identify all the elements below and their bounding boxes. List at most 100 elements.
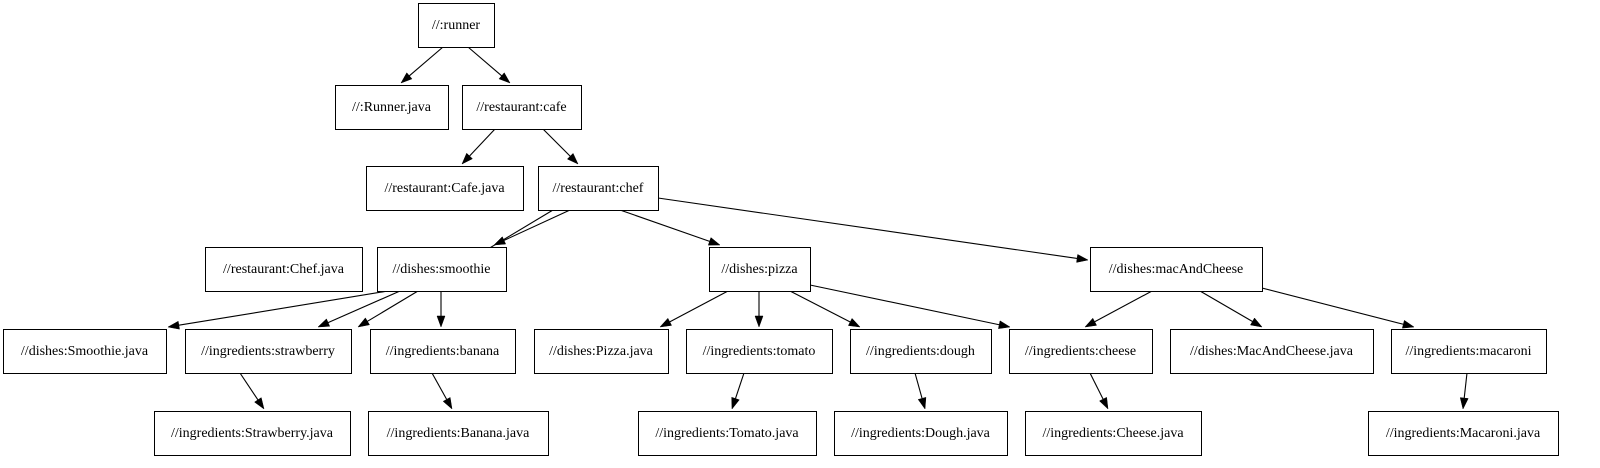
node-box[interactable] xyxy=(538,166,659,211)
node-label: //:runner xyxy=(432,18,481,33)
node-box[interactable] xyxy=(3,329,167,374)
node-box[interactable] xyxy=(366,166,524,211)
graph-node-ing_banana[interactable]: //ingredients:banana xyxy=(370,329,516,374)
edge-arrowhead xyxy=(1250,317,1263,328)
node-box[interactable] xyxy=(638,411,817,456)
graph-node-dishes_smoothie[interactable]: //dishes:smoothie xyxy=(377,247,507,292)
edge-line xyxy=(1253,285,1404,325)
node-box[interactable] xyxy=(1009,329,1153,374)
node-label: //:Runner.java xyxy=(352,100,432,115)
node-label: //ingredients:Cheese.java xyxy=(1042,426,1184,441)
graph-node-pizza_java[interactable]: //dishes:Pizza.java xyxy=(534,329,669,374)
node-label: //ingredients:banana xyxy=(386,344,500,359)
node-label: //ingredients:Banana.java xyxy=(387,426,530,441)
edge-arrowhead xyxy=(400,72,413,84)
node-label: //dishes:MacAndCheese.java xyxy=(1190,344,1354,359)
graph-edge-restaurant_chef-to-dishes_mac xyxy=(657,197,1089,263)
node-box[interactable] xyxy=(205,247,363,292)
edge-arrowhead xyxy=(357,317,370,328)
graph-node-strawberry_java[interactable]: //ingredients:Strawberry.java xyxy=(154,411,351,456)
edge-arrowhead xyxy=(461,152,473,165)
edge-line xyxy=(239,372,259,401)
node-label: //restaurant:Cafe.java xyxy=(384,181,505,196)
node-label: //restaurant:Chef.java xyxy=(223,262,345,277)
graph-node-ing_macaroni[interactable]: //ingredients:macaroni xyxy=(1391,329,1547,374)
node-box[interactable] xyxy=(534,329,669,374)
node-box[interactable] xyxy=(368,411,549,456)
node-label: //restaurant:cafe xyxy=(476,100,566,115)
graph-edge-restaurant_cafe-to-cafe_java xyxy=(461,128,496,165)
graph-edge-dishes_smoothie-to-ing_strawberry xyxy=(317,290,401,328)
edge-line xyxy=(467,46,503,77)
graph-node-banana_java[interactable]: //ingredients:Banana.java xyxy=(368,411,549,456)
graph-node-cheese_java[interactable]: //ingredients:Cheese.java xyxy=(1025,411,1202,456)
graph-node-ing_strawberry[interactable]: //ingredients:strawberry xyxy=(185,329,352,374)
node-box[interactable] xyxy=(185,329,352,374)
node-box[interactable] xyxy=(1090,247,1263,292)
node-box[interactable] xyxy=(462,85,582,130)
graph-node-restaurant_chef[interactable]: //restaurant:chef xyxy=(538,166,659,211)
graph-node-smoothie_java[interactable]: //dishes:Smoothie.java xyxy=(3,329,167,374)
graph-edge-dishes_mac-to-ing_macaroni xyxy=(1253,285,1415,329)
graph-node-runner_java[interactable]: //:Runner.java xyxy=(335,85,449,130)
node-box[interactable] xyxy=(335,85,449,130)
graph-node-ing_dough[interactable]: //ingredients:dough xyxy=(850,329,992,374)
graph-edge-dishes_pizza-to-ing_cheese xyxy=(809,284,1011,329)
graph-node-cafe_java[interactable]: //restaurant:Cafe.java xyxy=(366,166,524,211)
node-box[interactable] xyxy=(1391,329,1547,374)
node-label: //dishes:Pizza.java xyxy=(549,344,654,359)
graph-edge-restaurant_chef-to-dishes_pizza xyxy=(619,209,721,246)
graph-edge-restaurant_chef-to-dishes_smoothie xyxy=(493,209,571,246)
node-label: //ingredients:Dough.java xyxy=(851,426,991,441)
graph-edge-dishes_smoothie-to-ing_banana xyxy=(436,291,446,328)
edge-line xyxy=(619,209,710,242)
edge-arrowhead xyxy=(493,236,507,246)
edge-arrowhead xyxy=(317,318,331,328)
graph-node-mac_java[interactable]: //dishes:MacAndCheese.java xyxy=(1170,329,1374,374)
node-box[interactable] xyxy=(1025,411,1202,456)
edge-arrowhead xyxy=(754,315,764,328)
graph-node-ing_cheese[interactable]: //ingredients:cheese xyxy=(1009,329,1153,374)
node-box[interactable] xyxy=(370,329,516,374)
edge-arrowhead xyxy=(1084,317,1097,328)
edge-line xyxy=(542,128,571,157)
node-box[interactable] xyxy=(1368,411,1559,456)
node-box[interactable] xyxy=(850,329,992,374)
edge-line xyxy=(178,290,389,326)
graph-node-chef_java[interactable]: //restaurant:Chef.java xyxy=(205,247,363,292)
node-box[interactable] xyxy=(709,247,811,292)
edge-arrowhead xyxy=(498,72,511,84)
edge-arrowhead xyxy=(167,320,180,330)
graph-node-dishes_pizza[interactable]: //dishes:pizza xyxy=(709,247,811,292)
node-box[interactable] xyxy=(1170,329,1374,374)
node-layer: //:runner //:Runner.java //restaurant:cafe… xyxy=(3,3,1559,456)
node-box[interactable] xyxy=(686,329,833,374)
node-label: //ingredients:tomato xyxy=(703,344,816,359)
node-box[interactable] xyxy=(377,247,507,292)
edge-line xyxy=(669,290,729,323)
graph-node-dough_java[interactable]: //ingredients:Dough.java xyxy=(834,411,1008,456)
edge-line xyxy=(1463,372,1468,399)
node-label: //ingredients:Tomato.java xyxy=(655,426,799,441)
edge-arrowhead xyxy=(707,237,721,246)
graph-node-macaroni_java[interactable]: //ingredients:Macaroni.java xyxy=(1368,411,1559,456)
graph-edge-dishes_mac-to-ing_cheese xyxy=(1084,290,1153,328)
graph-node-ing_tomato[interactable]: //ingredients:tomato xyxy=(686,329,833,374)
node-box[interactable] xyxy=(834,411,1008,456)
node-box[interactable] xyxy=(154,411,351,456)
edge-arrowhead xyxy=(1076,254,1089,263)
node-label: //dishes:smoothie xyxy=(393,262,491,277)
graph-edge-dishes_smoothie-to-smoothie_java xyxy=(167,290,389,330)
graph-edge-ing_strawberry-to-strawberry_java xyxy=(239,372,265,410)
node-label: //dishes:pizza xyxy=(721,262,798,277)
edge-line xyxy=(408,46,444,77)
node-box[interactable] xyxy=(418,3,495,48)
graph-node-tomato_java[interactable]: //ingredients:Tomato.java xyxy=(638,411,817,456)
graph-node-dishes_mac[interactable]: //dishes:macAndCheese xyxy=(1090,247,1263,292)
graph-node-runner[interactable]: //:runner xyxy=(418,3,495,48)
graph-node-restaurant_cafe[interactable]: //restaurant:cafe xyxy=(462,85,582,130)
edge-arrowhead xyxy=(436,315,446,328)
graph-edge-ing_cheese-to-cheese_java xyxy=(1089,372,1109,410)
node-label: //ingredients:Strawberry.java xyxy=(171,426,334,441)
